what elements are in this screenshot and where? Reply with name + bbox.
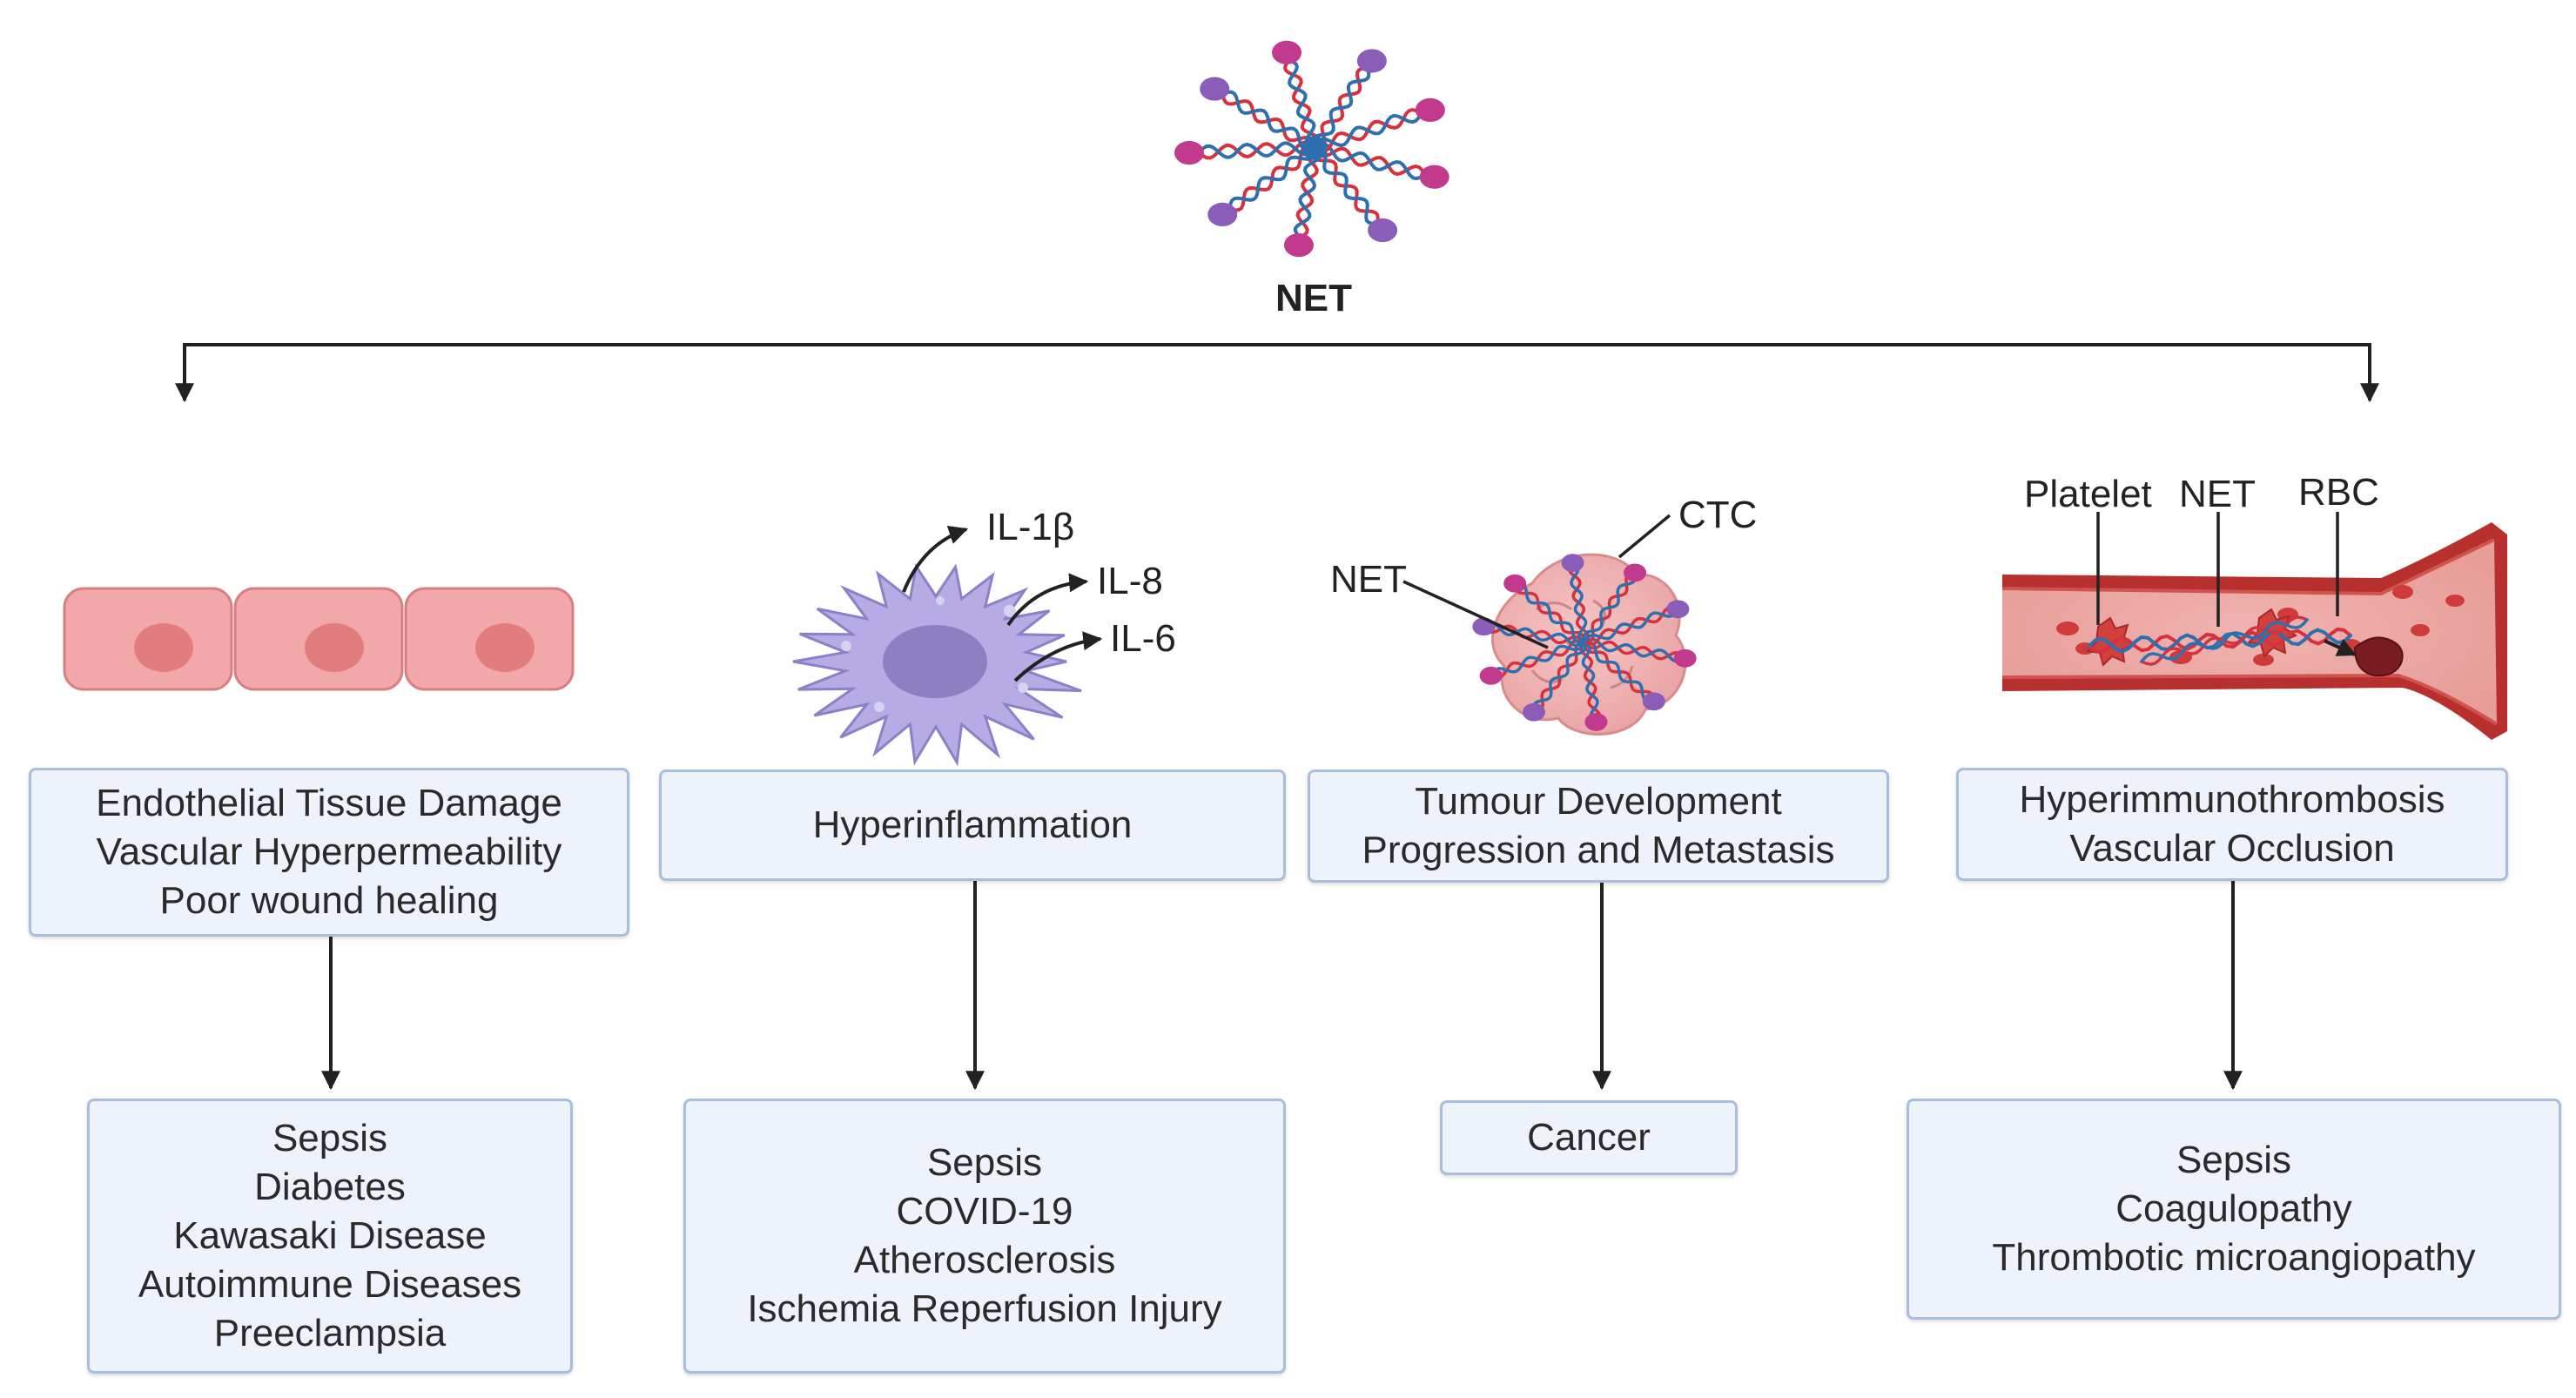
- disease-item: Atherosclerosis: [853, 1239, 1116, 1281]
- histone-icon: [1200, 77, 1230, 101]
- disease-item: Diabetes: [254, 1166, 406, 1208]
- histone-icon: [1624, 563, 1647, 582]
- disease-item: Ischemia Reperfusion Injury: [747, 1287, 1222, 1330]
- histone-icon: [1666, 600, 1690, 619]
- label-tumour-net: NET: [1330, 558, 1407, 601]
- histone-icon: [1522, 702, 1545, 722]
- effect-box-hyperinflammation: Hyperinflammation: [659, 770, 1286, 881]
- effect-line: Tumour Development: [1415, 780, 1782, 823]
- histone-icon: [1356, 49, 1387, 73]
- tumour-leader-lines: [1402, 514, 1671, 649]
- dna-strand: [1582, 571, 1638, 644]
- dna-strand: [1583, 641, 1656, 703]
- dna-strand: [1570, 561, 1588, 644]
- disease-item: Kawasaki Disease: [173, 1214, 487, 1257]
- dna-strand: [1581, 641, 1599, 724]
- endothelial-cells-icon: [63, 587, 575, 691]
- net-core: [1302, 136, 1327, 160]
- effect-line: Progression and Metastasis: [1362, 829, 1835, 871]
- effect-line: Vascular Occlusion: [2069, 827, 2395, 870]
- net-top-icon: [1174, 40, 1449, 258]
- dna-strand: [2088, 628, 2352, 654]
- effect-line: Hyperimmunothrombosis: [2019, 778, 2445, 821]
- effect-box-tumour: Tumour Development Progression and Metas…: [1308, 770, 1889, 883]
- histone-icon: [1673, 649, 1697, 668]
- histone-icon: [1642, 692, 1665, 711]
- dna-strand: [2140, 618, 2309, 663]
- histone-icon: [1174, 140, 1205, 165]
- histone-icon: [1503, 574, 1527, 593]
- histone-icon: [1415, 97, 1445, 123]
- histone-icon: [1561, 554, 1584, 572]
- dna-strand: [1531, 641, 1587, 714]
- tumour-icon: [1472, 553, 1697, 736]
- disease-box-endothelial: Sepsis Diabetes Kawasaki Disease Autoimm…: [87, 1099, 573, 1374]
- cytokine-arrows: [902, 525, 1103, 682]
- disease-item: Preeclampsia: [213, 1312, 447, 1354]
- histone-icon: [1283, 232, 1314, 258]
- dna-strand: [1489, 641, 1586, 677]
- net-title: NET: [1275, 277, 1352, 319]
- effect-line: Endothelial Tissue Damage: [96, 782, 562, 824]
- label-il8: IL-8: [1097, 560, 1163, 602]
- histone-icon: [1272, 40, 1302, 64]
- dna-strand: [1513, 581, 1586, 644]
- disease-item: Autoimmune Diseases: [138, 1263, 522, 1306]
- macrophage-icon: [792, 562, 1082, 767]
- label-rbc: RBC: [2298, 471, 2379, 514]
- label-ctc: CTC: [1678, 494, 1758, 536]
- effect-box-thrombosis: Hyperimmunothrombosis Vascular Occlusion: [1956, 768, 2508, 881]
- disease-item: Sepsis: [926, 1141, 1043, 1184]
- dna-strand: [1482, 622, 1586, 648]
- disease-box-hyperinflammation: Sepsis COVID-19 Atherosclerosis Ischemia…: [683, 1099, 1286, 1374]
- label-il1b: IL-1β: [986, 506, 1075, 548]
- effect-line: Vascular Hyperpermeability: [96, 830, 562, 873]
- disease-item: Sepsis: [272, 1117, 388, 1159]
- histone-icon: [1207, 202, 1238, 227]
- histone-icon: [1472, 617, 1496, 636]
- effect-line: Hyperinflammation: [812, 803, 1133, 846]
- label-vessel-net: NET: [2179, 473, 2256, 515]
- histone-icon: [1419, 165, 1449, 189]
- histone-icon: [1584, 713, 1608, 731]
- label-platelet: Platelet: [2024, 473, 2152, 515]
- effect-box-endothelial: Endothelial Tissue Damage Vascular Hyper…: [29, 768, 629, 937]
- effect-line: Poor wound healing: [159, 879, 499, 922]
- histone-icon: [1368, 218, 1398, 243]
- disease-box-tumour: Cancer: [1440, 1100, 1738, 1175]
- histone-icon: [1479, 666, 1503, 685]
- vessel-leader-lines: [2096, 512, 2339, 627]
- disease-box-thrombosis: Sepsis Coagulopathy Thrombotic microangi…: [1907, 1099, 2561, 1320]
- top-connector: [175, 343, 2379, 403]
- disease-item: Cancer: [1527, 1116, 1651, 1159]
- disease-item: Thrombotic microangiopathy: [1992, 1236, 2476, 1279]
- dna-strand: [1583, 608, 1680, 644]
- down-arrows: [321, 881, 2243, 1091]
- blood-vessel-icon: [2001, 522, 2507, 740]
- disease-item: Sepsis: [2176, 1139, 2292, 1181]
- label-il6: IL-6: [1110, 617, 1176, 660]
- disease-item: COVID-19: [896, 1190, 1073, 1233]
- disease-item: Coagulopathy: [2115, 1187, 2352, 1230]
- dna-strand: [1583, 637, 1687, 663]
